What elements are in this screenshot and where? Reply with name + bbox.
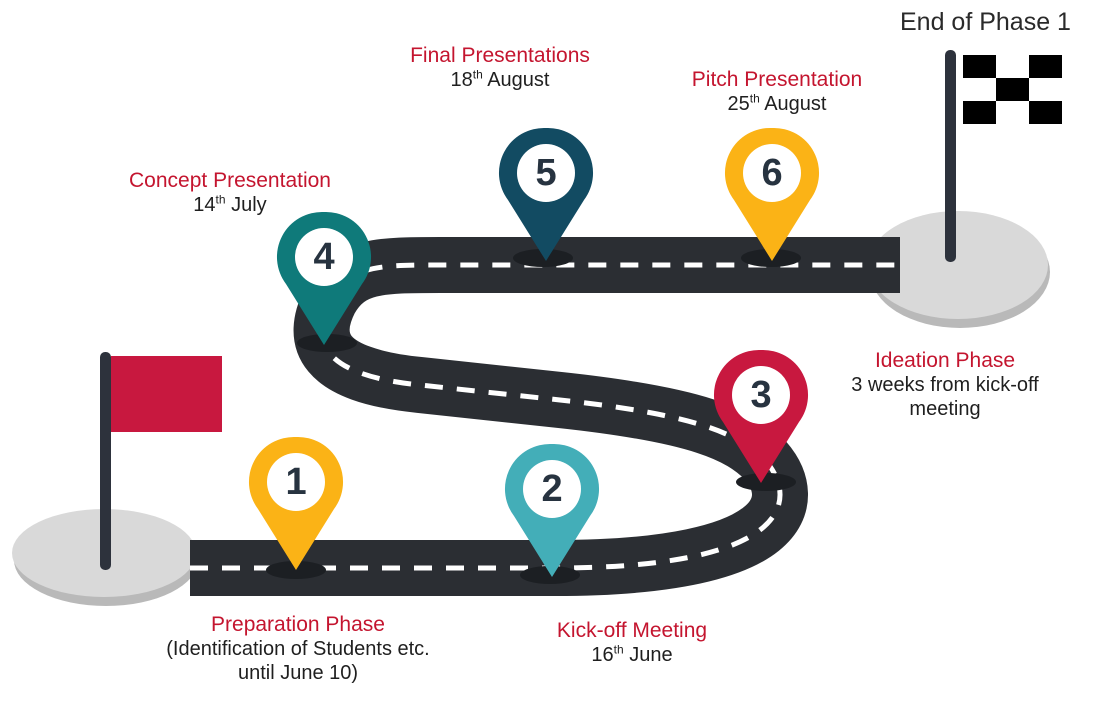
milestone-3-label: Ideation Phase 3 weeks from kick-off mee… <box>800 348 1090 421</box>
milestone-2-date: 16th June <box>591 642 673 667</box>
milestone-2-label: Kick-off Meeting 16th June <box>512 618 752 667</box>
pin-3-number: 3 <box>750 374 771 416</box>
pin-1-icon: 1 <box>248 436 344 570</box>
milestone-1-line2: until June 10) <box>237 662 359 685</box>
start-flag-icon <box>100 352 222 570</box>
pin-4-number: 4 <box>313 236 334 278</box>
end-of-phase-label: End of Phase 1 <box>900 8 1071 36</box>
milestone-1-label: Preparation Phase (Identification of Stu… <box>108 612 488 685</box>
milestone-3-line2: meeting <box>909 398 981 421</box>
milestone-4-date: 14th July <box>193 192 267 217</box>
pin-6-number: 6 <box>761 152 782 194</box>
pin-2-number: 2 <box>541 468 562 510</box>
milestone-5-date: 18th August <box>450 67 550 92</box>
milestone-1-line1: (Identification of Students etc. <box>166 638 430 661</box>
pin-4-icon: 4 <box>276 211 372 345</box>
pin-shadows <box>266 249 801 584</box>
end-platform <box>868 211 1050 328</box>
pin-5-number: 5 <box>535 152 556 194</box>
pin-1-number: 1 <box>285 461 306 503</box>
milestone-6-title: Pitch Presentation <box>691 68 863 91</box>
milestone-2-title: Kick-off Meeting <box>556 619 708 642</box>
milestone-5-label: Final Presentations 18th August <box>370 43 630 92</box>
milestone-6-date: 25th August <box>727 91 827 116</box>
checkered-flag-icon <box>945 50 1062 262</box>
milestone-3-title: Ideation Phase <box>874 349 1016 372</box>
milestone-6-label: Pitch Presentation 25th August <box>652 67 902 116</box>
milestone-5-title: Final Presentations <box>410 44 590 67</box>
pin-2-icon: 2 <box>504 443 600 577</box>
milestone-1-title: Preparation Phase <box>211 613 385 636</box>
pin-3-icon: 3 <box>713 349 809 483</box>
pin-6-icon: 6 <box>724 127 820 261</box>
milestone-3-line1: 3 weeks from kick-off <box>851 374 1039 397</box>
pin-5-icon: 5 <box>498 127 594 261</box>
milestone-4-title: Concept Presentation <box>129 169 331 192</box>
milestone-4-label: Concept Presentation 14th July <box>90 168 370 217</box>
